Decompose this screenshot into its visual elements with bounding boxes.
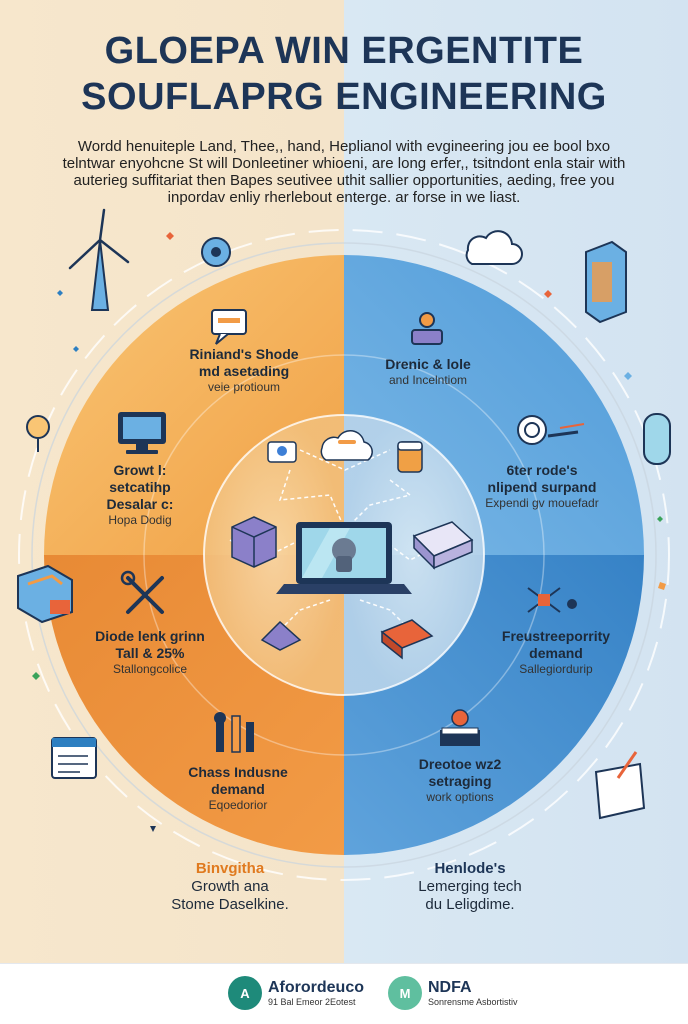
- gear-icon: [201, 237, 231, 267]
- center-connectors: [229, 449, 441, 631]
- cloud-outline-icon: [465, 230, 523, 265]
- logo-right-name: NDFA: [428, 979, 472, 996]
- segment-heading: demand: [211, 781, 265, 797]
- segment-top-right: Drenic & lole and Incelntiom: [338, 356, 518, 388]
- pin-icon: [26, 415, 50, 452]
- monitor-icon: [118, 412, 166, 454]
- segment-heading: Desalar c:: [106, 496, 174, 512]
- capsule-icon: [643, 413, 671, 465]
- footer: A Aforordeuco 91 Bal Emeor 2Eotest M NDF…: [0, 963, 688, 1024]
- caption-heading: Henlode's: [434, 860, 506, 877]
- intro-line: Wordd henuiteple Land, Thee,, hand, Hepl…: [77, 138, 611, 155]
- page-title-line-1: GLOEPA WIN ERGENTITE: [104, 30, 584, 72]
- jar-icon: [397, 441, 423, 473]
- circular-diagram: [17, 208, 671, 881]
- segment-sub: work options: [426, 790, 494, 804]
- server-icon: [585, 240, 627, 324]
- outer-ring-thin: [31, 242, 657, 868]
- caption-line: Growth ana: [191, 878, 269, 895]
- segment-top-left: Riniand's Shode md asetading veie protio…: [154, 346, 334, 395]
- segment-bottom-right: Dreotoe wz2 setraging work options: [370, 756, 550, 805]
- segment-sub: Hopa Dodig: [108, 513, 172, 527]
- segment-heading: Dreotoe wz2: [418, 756, 502, 772]
- caption-left: Binvgitha Growth ana Stome Daselkine.: [120, 860, 340, 914]
- box-icon: [17, 564, 73, 624]
- segment-heading: Drenic & lole: [385, 356, 471, 372]
- panel-icon: [412, 521, 474, 570]
- wrench-icon: [214, 712, 254, 753]
- intro-line: telntwar enyohcne St will Donleetiner wh…: [62, 155, 626, 172]
- cube-icon: [231, 516, 277, 568]
- center-ring: [203, 414, 485, 696]
- segment-heading: setcatihp: [109, 479, 171, 495]
- caption-line: Lemerging tech: [418, 878, 522, 895]
- wind-turbine-icon: [68, 208, 130, 311]
- segment-sub: and Incelntiom: [388, 373, 468, 387]
- tools-icon: [120, 570, 164, 614]
- segment-heading: Diode lenk grinn: [95, 628, 205, 644]
- laptop-icon: [276, 522, 412, 594]
- segment-sub: Eqoedorior: [208, 798, 268, 812]
- robot-arm-icon: [411, 312, 443, 345]
- segment-bottom-left: Chass Indusne demand Eqoedorior: [148, 764, 328, 813]
- segment-heading: setraging: [428, 773, 492, 789]
- logo-right-badge: M: [388, 976, 422, 1010]
- segment-heading: Growt l:: [113, 462, 167, 478]
- logo-right[interactable]: M NDFA Sonrensme Asbortistiv: [388, 976, 518, 1010]
- caption-line: Stome Daselkine.: [171, 896, 289, 913]
- logo-left-name: Aforordeuco: [268, 979, 364, 996]
- intro-paragraph: Wordd henuiteple Land, Thee,, hand, Hepl…: [40, 138, 648, 206]
- segment-heading: demand: [529, 645, 583, 661]
- segment-mid-right: 6ter rode's nlipend surpand Expendi gv m…: [452, 462, 632, 511]
- cloud-icon: [320, 430, 373, 461]
- logo-left-tagline: 91 Bal Emeor 2Eotest: [268, 997, 356, 1007]
- book-icon: [440, 709, 480, 746]
- chip-icon: [267, 441, 297, 463]
- logo-right-tagline: Sonrensme Asbortistiv: [428, 997, 518, 1007]
- sparkles: [32, 232, 666, 832]
- segment-sub: Stallongcolice: [112, 662, 188, 676]
- outer-ring: [18, 229, 670, 881]
- caption-heading: Binvgitha: [195, 860, 265, 877]
- page-title-line-2: SOUFLAPRG ENGINEERING: [81, 76, 607, 118]
- segment-heading: nlipend surpand: [487, 479, 597, 495]
- logo-left[interactable]: A Aforordeuco 91 Bal Emeor 2Eotest: [228, 976, 364, 1010]
- segment-sub: Expendi gv mouefadr: [485, 496, 599, 510]
- intro-line: auterieg suffitariat then Bapes seutivee…: [73, 172, 615, 189]
- pyramid-icon: [260, 620, 302, 651]
- segment-heading: 6ter rode's: [506, 462, 578, 478]
- logo-left-badge: A: [228, 976, 262, 1010]
- segment-low-left: Diode lenk grinn Tall & 25% Stallongcoli…: [60, 628, 240, 677]
- drone-icon: [527, 587, 577, 613]
- segment-mid-left: Growt l: setcatihp Desalar c: Hopa Dodig: [50, 462, 230, 528]
- segment-heading: Tall & 25%: [115, 645, 185, 661]
- envelope-icon: [594, 751, 646, 820]
- tray-icon: [380, 619, 434, 660]
- chat-icon: [211, 309, 247, 345]
- inner-ring: [143, 354, 545, 756]
- search-icon: [517, 415, 585, 445]
- segment-heading: Freustreeporrity: [501, 628, 611, 644]
- segment-sub: Sallegiordurip: [519, 662, 593, 676]
- caption-line: du Leligdime.: [425, 896, 515, 913]
- document-icon: [51, 737, 97, 779]
- caption-right: Henlode's Lemerging tech du Leligdime.: [360, 860, 580, 914]
- intro-line: inpordav enliy rherlebout enterge. ar fo…: [167, 189, 521, 206]
- segment-heading: Riniand's Shode: [189, 346, 299, 362]
- segment-heading: md asetading: [198, 363, 290, 379]
- segment-low-right: Freustreeporrity demand Sallegiordurip: [466, 628, 646, 677]
- center-right-half: [344, 415, 484, 695]
- segment-sub: veie protioum: [207, 380, 281, 394]
- segment-heading: Chass Indusne: [188, 764, 288, 780]
